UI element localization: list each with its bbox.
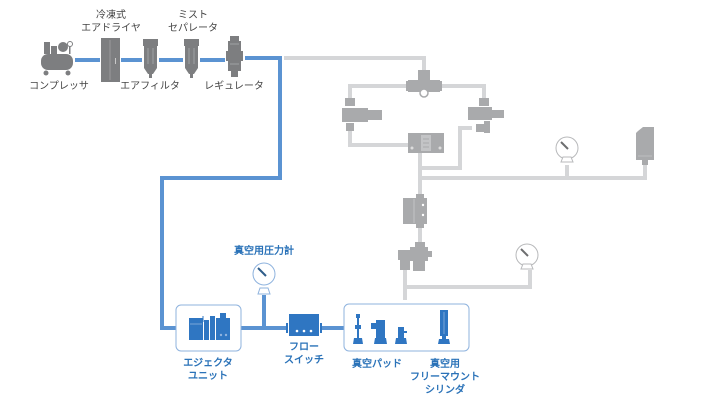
mist-label-line-1: ミスト [178,10,208,21]
tee-fitting-icon [406,70,442,98]
inactive-pipes [284,56,647,300]
cylinder-label: 真空用 フリーマウント シリンダ [405,358,485,397]
ejector-label-line-2: ユニット [188,371,228,382]
regulator-label: レギュレータ [204,81,264,92]
vacuum-pad-label: 真空パッド [352,359,402,370]
pressure-sensor-icon [636,127,654,165]
dryer-label-line-2: エアドライヤ [81,23,141,34]
pipe-right-valve-to-manifold [420,126,472,170]
flow-switch-icon[interactable] [286,314,322,336]
air-dryer-icon[interactable] [101,38,120,82]
active-pipes [75,56,344,330]
pipe-tee-right [440,84,486,98]
compressor-icon[interactable] [41,41,73,76]
solenoid-valve-icon [403,194,427,228]
cylinder-label-line-2: フリーマウント [410,372,480,383]
vacuum-gauge-icon[interactable] [252,262,276,295]
regulator-valve-icon [398,242,432,271]
flow-switch-label: フロー スイッチ [269,341,339,367]
vacuum-gauge-label: 真空用圧力計 [234,246,294,257]
cylinder-label-line-3: シリンダ [425,385,465,396]
mist-separator-label: ミスト セパレータ [158,9,228,35]
vacuum-pad-icon[interactable] [353,314,407,344]
pipe-top-branch [284,56,426,70]
flow-label-line-1: フロー [289,342,319,353]
filter-label: エアフィルタ [120,81,180,92]
air-filter-icon[interactable] [143,39,158,78]
manifold-icon [408,133,444,153]
valve-right-icon [468,98,504,133]
compressor-label: コンプレッサ [29,81,89,92]
regulator-icon[interactable] [226,36,243,77]
dryer-label: 冷凍式 エアドライヤ [76,9,146,35]
free-mount-cylinder-icon[interactable] [438,310,450,344]
pressure-gauge-upper-icon [555,136,579,163]
valve-left-icon [342,98,382,131]
mist-label-line-2: セパレータ [168,23,218,34]
ejector-unit-icon[interactable] [189,313,230,340]
ejector-label-line-1: エジェクタ [183,358,233,369]
mist-separator-icon[interactable] [184,39,199,78]
pipe-tee-left [348,84,408,98]
pressure-gauge-lower-icon [515,243,539,270]
dryer-label-line-1: 冷凍式 [96,10,126,21]
pipe-main-down [160,56,282,330]
cylinder-label-line-1: 真空用 [430,359,460,370]
pipe-left-valve-to-manifold [348,130,408,147]
pipe-gauge-lower-row [405,270,532,289]
ejector-label: エジェクタ ユニット [173,357,243,383]
flow-label-line-2: スイッチ [284,355,324,366]
